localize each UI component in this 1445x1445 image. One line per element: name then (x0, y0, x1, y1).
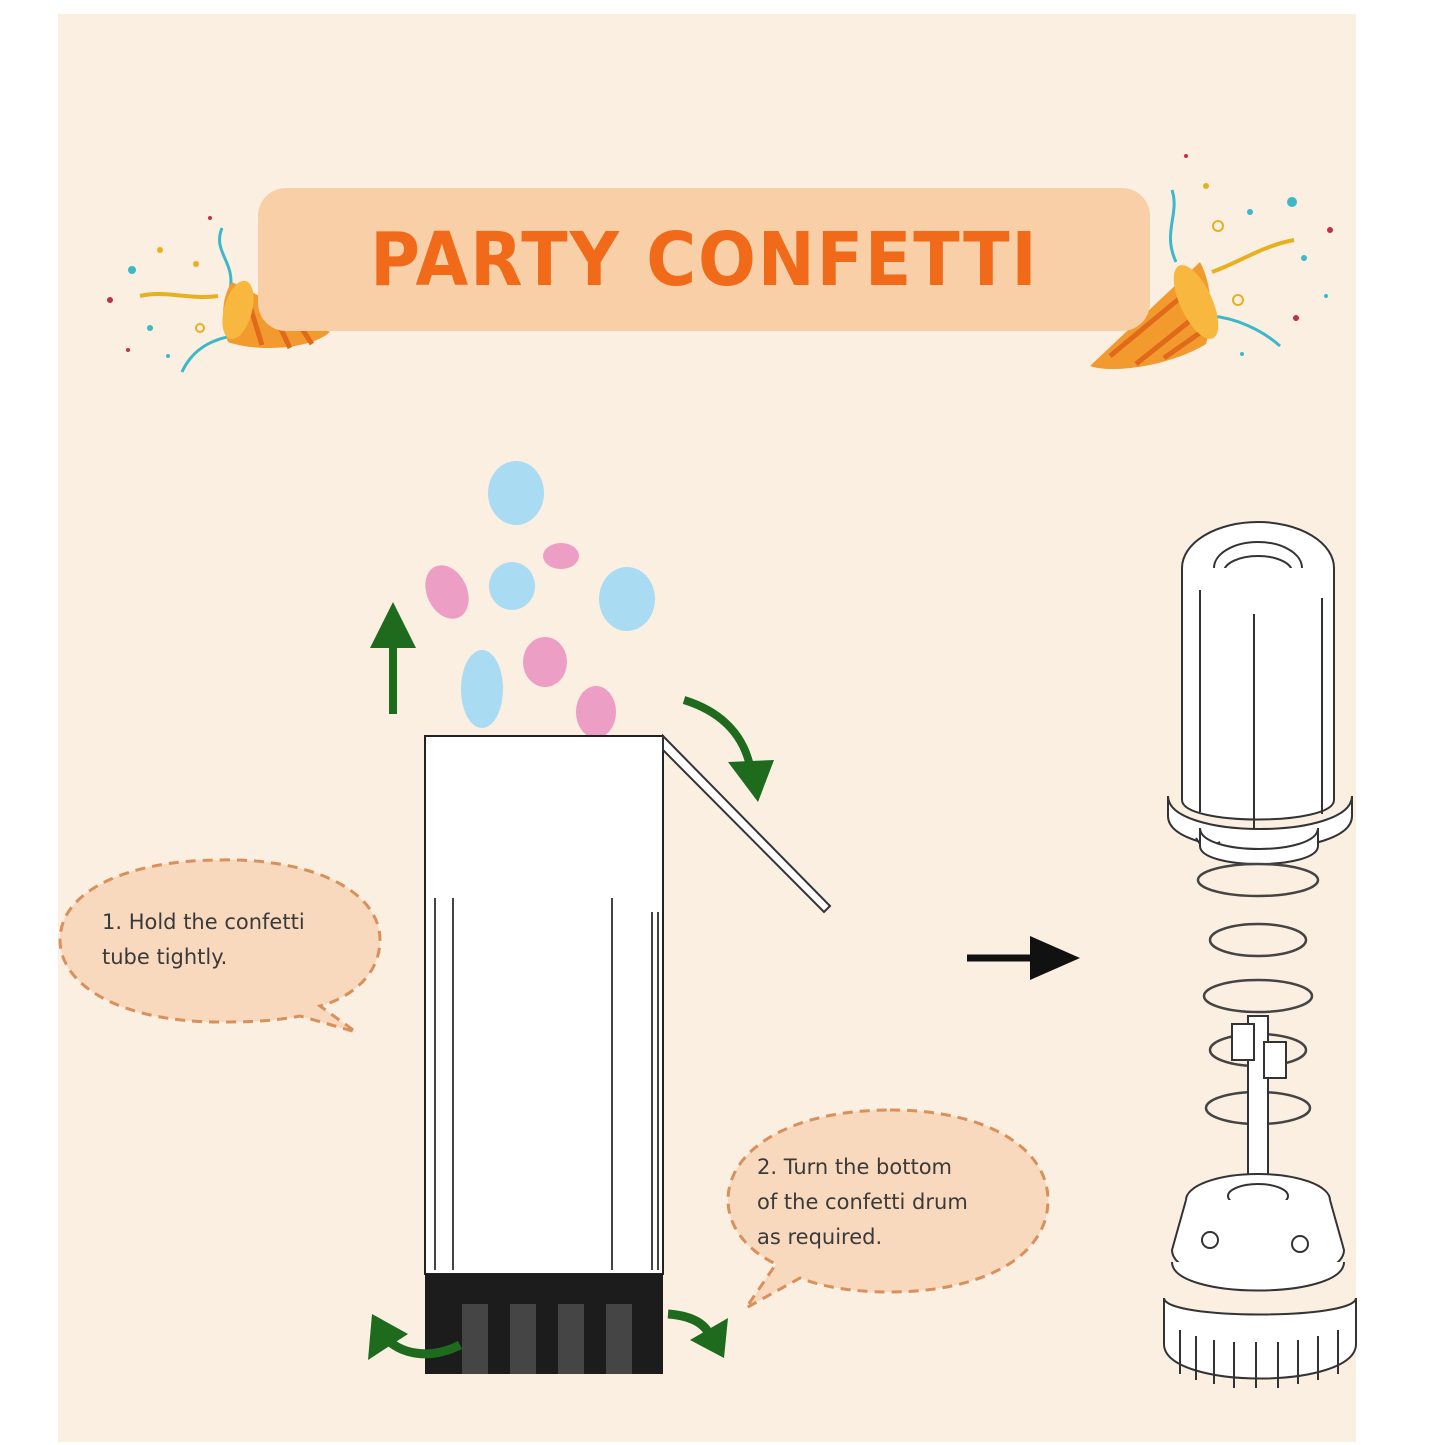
speech-bubble-step2 (726, 1108, 1050, 1310)
right-arrow-icon (967, 936, 1080, 980)
step-2-line-2: of the confetti drum (757, 1190, 968, 1214)
rotate-arrow-icon (368, 1309, 728, 1360)
mechanism-exploded-view (1163, 521, 1357, 1388)
step-1-text: 1. Hold the confetti tube tightly. (102, 905, 305, 975)
confetti-tube (424, 733, 832, 1374)
step-2-line-1: 2. Turn the bottom (757, 1155, 952, 1179)
speech-bubble-step1 (58, 858, 382, 1034)
title-banner: PARTY CONFETTI (258, 188, 1150, 331)
party-popper-right-icon (1090, 154, 1333, 370)
page-title: PARTY CONFETTI (369, 216, 1039, 303)
curved-arrow-icon (682, 696, 774, 802)
step-1-line-1: 1. Hold the confetti (102, 910, 305, 934)
step-2-text: 2. Turn the bottom of the confetti drum … (757, 1150, 968, 1255)
up-arrow-icon (370, 602, 416, 714)
step-2-line-3: as required. (757, 1225, 883, 1249)
confetti-particles (425, 461, 655, 738)
step-1-line-2: tube tightly. (102, 945, 228, 969)
